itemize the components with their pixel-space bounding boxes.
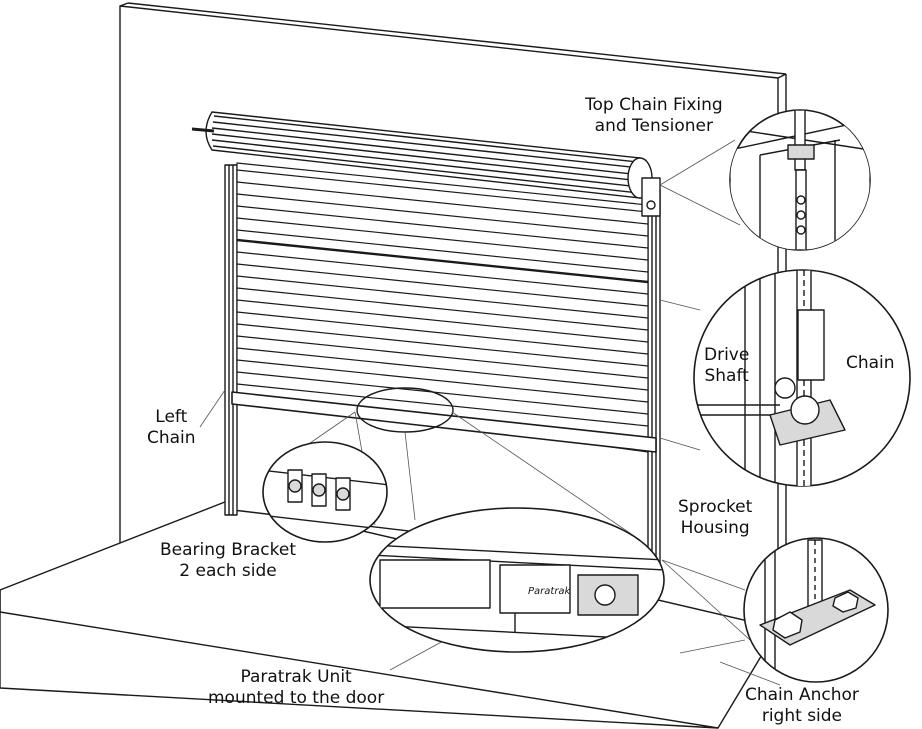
detail-paratrak-unit	[369, 507, 665, 653]
label-chain-anchor: Chain Anchor right side	[745, 685, 859, 727]
label-left-chain-line2: Chain	[147, 428, 196, 448]
detail-chain-anchor	[743, 537, 889, 683]
detail-bearing-bracket	[262, 441, 388, 543]
detail-top-chain-fixing	[729, 109, 871, 251]
label-drive-shaft-line2: Shaft	[704, 366, 749, 386]
label-paratrak-unit-line2: mounted to the door	[208, 688, 385, 708]
detail-drive-sprocket	[693, 269, 911, 487]
left-guide-rail	[224, 164, 238, 516]
label-drive-shaft-line1: Drive	[704, 345, 750, 365]
paratrak-brand-text: Paratrak	[528, 586, 572, 597]
label-bearing-bracket-line2: 2 each side	[179, 561, 277, 581]
label-paratrak-unit: Paratrak Unit mounted to the door	[208, 667, 384, 709]
label-top-chain-fixing-line1: Top Chain Fixing	[585, 95, 723, 115]
label-chain-anchor-line1: Chain Anchor	[745, 685, 859, 705]
label-left-chain-line1: Left	[155, 407, 188, 427]
label-chain: Chain	[846, 353, 895, 374]
label-bearing-bracket-line1: Bearing Bracket	[160, 540, 296, 560]
top-chain-bracket	[641, 177, 661, 217]
label-sprocket-housing: Sprocket Housing	[678, 497, 752, 539]
roll-drum	[191, 111, 659, 202]
label-sprocket-housing-line1: Sprocket	[678, 497, 753, 517]
door-curtain	[231, 162, 657, 453]
label-bearing-bracket: Bearing Bracket 2 each side	[160, 540, 296, 582]
label-chain-anchor-line2: right side	[761, 706, 843, 726]
label-paratrak-unit-line1: Paratrak Unit	[240, 667, 352, 687]
label-drive-shaft: Drive Shaft	[704, 345, 749, 387]
label-top-chain-fixing-line2: and Tensioner	[594, 116, 713, 136]
label-sprocket-housing-line2: Housing	[680, 518, 750, 538]
label-top-chain-fixing: Top Chain Fixing and Tensioner	[585, 95, 723, 137]
label-chain-text: Chain	[846, 353, 895, 373]
right-guide-rail	[647, 189, 661, 566]
label-left-chain: Left Chain	[147, 407, 196, 449]
